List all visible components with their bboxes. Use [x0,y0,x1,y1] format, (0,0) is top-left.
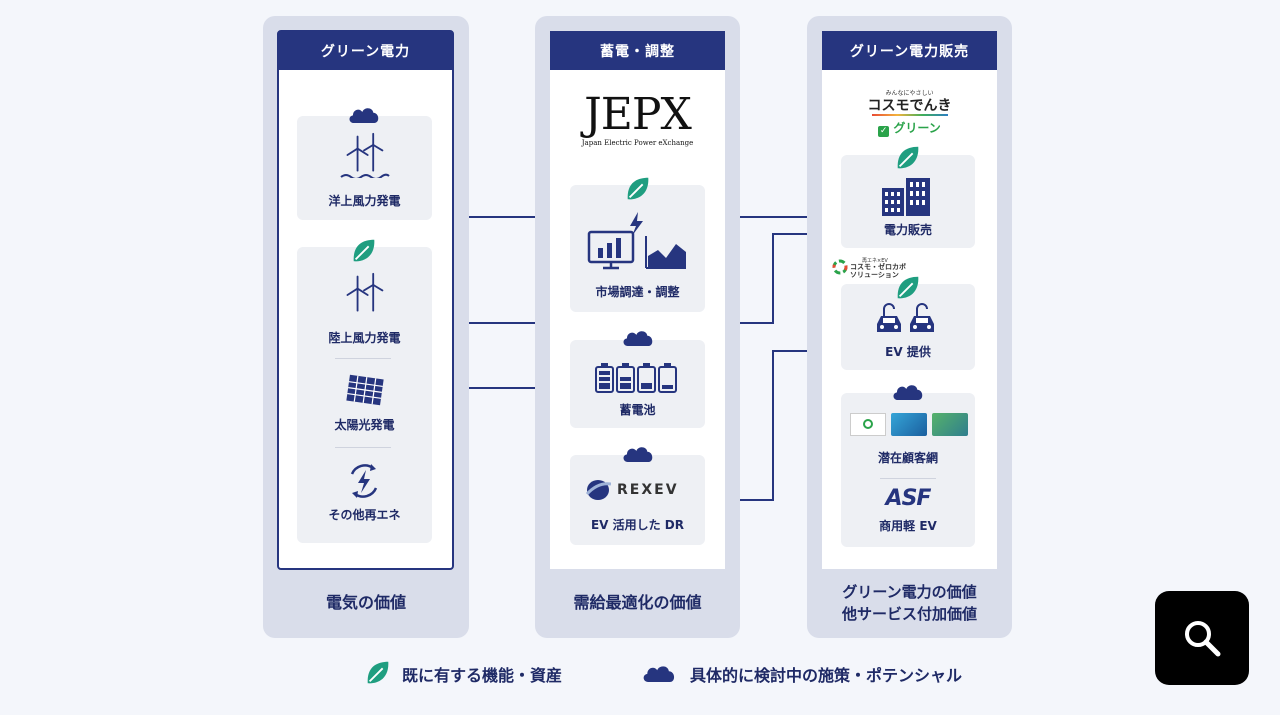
solar-panel-icon [346,374,384,406]
member-card-blue [891,413,927,436]
connector-market-sales [705,216,841,218]
offshore-wind-card [297,116,432,220]
green-value-line2: 他サービス付加価値 [841,605,977,623]
zerocarbo-ring-icon [832,259,848,275]
other-renewable-label: その他再エネ [328,508,401,522]
cosmo-denki-logo: コスモでんき [867,98,952,114]
search-icon [1185,621,1221,657]
connector-onshore-v [772,233,774,324]
supply-demand-value-label: 需給最適化の価値 [573,593,702,612]
market-card [570,185,705,312]
leaf-icon [624,175,652,203]
cloud-icon [621,327,655,348]
cloud-icon [621,443,655,464]
divider [335,358,391,359]
cloud-icon [641,662,677,684]
solar-label: 太陽光発電 [334,418,395,432]
asf-logo: ASF [885,486,932,511]
monitor-chart-icon [587,212,686,270]
connector-solar-battery [452,387,570,389]
green-value-line1: グリーン電力の価値 [842,583,977,601]
cosmo-tagline: みんなにやさしい [885,90,934,97]
leaf-icon [894,144,922,172]
legend-existing-label: 既に有する機能・資産 [402,666,563,685]
power-sales-label: 電力販売 [883,223,932,237]
divider [335,447,391,448]
cosmo-logo-underline [872,114,948,116]
battery-label: 蓄電池 [619,403,656,417]
green-value-label: グリーン電力の価値 他サービス付加価値 [807,581,1012,625]
connector-offshore-market [452,216,570,218]
jepx-subtitle: Japan Electric Power eXchange [581,139,694,147]
ev-supply-label: EV 提供 [885,345,931,359]
sales-header: グリーン電力販売 [822,31,997,70]
ev-supply-card [841,284,975,370]
ev-dr-label: EV 活用した DR [590,518,685,532]
zerocarbo-line1: コスモ・ゼロカボ [850,263,906,271]
member-card-green [932,413,968,436]
connector-dr-ev [772,350,841,352]
connector-dr-v [772,350,774,501]
divider [880,478,936,479]
cloud-icon [891,381,925,402]
legend-potential-label: 具体的に検討中の施策・ポテンシャル [690,666,963,685]
building-icon [882,178,930,216]
onshore-wind-label: 陸上風力発電 [328,331,401,345]
wind-turbine-icon [346,272,384,312]
leaf-icon [894,274,922,302]
search-button[interactable] [1155,591,1249,685]
battery-icon [595,363,677,393]
market-label: 市場調達・調整 [595,285,680,299]
member-card-cosmo [850,413,886,436]
ev-car-icon [877,303,934,332]
cosmo-green-badge: ✓ グリーン [822,119,997,137]
cloud-icon [347,104,381,125]
wind-turbine-icon [340,132,390,178]
rexev-logo: REXEV [617,482,679,498]
leaf-icon [350,237,378,265]
zerocarbo-logo: 再エネ×EV コスモ・ゼロカボ ソリューション [832,257,912,279]
green-power-header: グリーン電力 [277,31,454,70]
ev-dr-card [570,455,705,545]
jepx-logo: JEPX [584,89,692,140]
customers-label: 潜在顧客網 [877,451,938,465]
leaf-icon [364,659,392,687]
commercial-ev-label: 商用軽 EV [879,519,937,533]
connector-onshore-sales [772,233,841,235]
zerocarbo-line2: ソリューション [850,271,899,279]
renewable-bolt-icon [350,464,378,498]
storage-header: 蓄電・調整 [550,31,725,70]
zerocarbo-small: 再エネ×EV [862,258,888,264]
cosmo-green-label: グリーン [893,121,941,135]
check-icon: ✓ [878,126,890,137]
rexev-logo-mark [585,480,611,500]
offshore-wind-label: 洋上風力発電 [328,194,401,208]
electricity-value-label: 電気の価値 [325,593,406,612]
